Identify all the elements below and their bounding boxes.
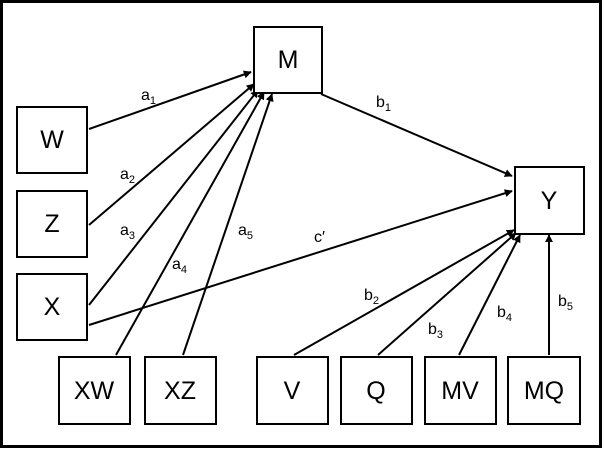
- arrow-m-y: [320, 93, 513, 177]
- path-label-a5: a5: [238, 222, 253, 242]
- node-mv: MV: [424, 356, 497, 425]
- node-x-label: X: [44, 293, 61, 321]
- path-label-a4: a4: [172, 256, 187, 276]
- node-xw-label: XW: [74, 377, 115, 405]
- node-q: Q: [340, 356, 413, 425]
- node-y: Y: [514, 166, 585, 235]
- node-w: W: [16, 106, 88, 174]
- arrow-v-y: [293, 229, 515, 356]
- arrow-z-m: [88, 83, 255, 226]
- node-v: V: [256, 356, 329, 425]
- path-label-b4: b4: [497, 304, 512, 324]
- node-xw: XW: [58, 356, 131, 425]
- path-label-a2: a2: [120, 166, 135, 186]
- arrow-q-y: [377, 232, 517, 356]
- arrow-x-y: [88, 189, 513, 326]
- node-mv-label: MV: [441, 377, 479, 405]
- node-v-label: V: [284, 377, 301, 405]
- node-z-label: Z: [44, 210, 59, 238]
- node-xz: XZ: [144, 356, 217, 425]
- path-label-b2: b2: [364, 287, 379, 307]
- path-label-b5: b5: [558, 293, 573, 313]
- node-mq: MQ: [507, 356, 581, 425]
- node-y-label: Y: [541, 187, 558, 215]
- node-w-label: W: [40, 126, 64, 154]
- arrow-xw-m: [115, 91, 265, 356]
- arrow-x-m: [88, 89, 259, 306]
- arrow-mv-y: [458, 234, 521, 356]
- arrow-xz-m: [182, 93, 274, 356]
- node-z: Z: [16, 190, 88, 258]
- path-label-a3: a3: [120, 222, 135, 242]
- node-mq-label: MQ: [524, 377, 564, 405]
- node-xz-label: XZ: [164, 377, 196, 405]
- path-label-b1: b1: [376, 94, 391, 114]
- node-x: X: [16, 273, 88, 341]
- node-m-label: M: [278, 46, 299, 74]
- path-label-c: c′: [314, 229, 325, 246]
- node-q-label: Q: [366, 377, 385, 405]
- path-label-b3: b3: [428, 321, 443, 341]
- node-m: M: [253, 26, 323, 94]
- path-label-a1: a1: [141, 87, 156, 107]
- arrow-w-m: [88, 70, 252, 130]
